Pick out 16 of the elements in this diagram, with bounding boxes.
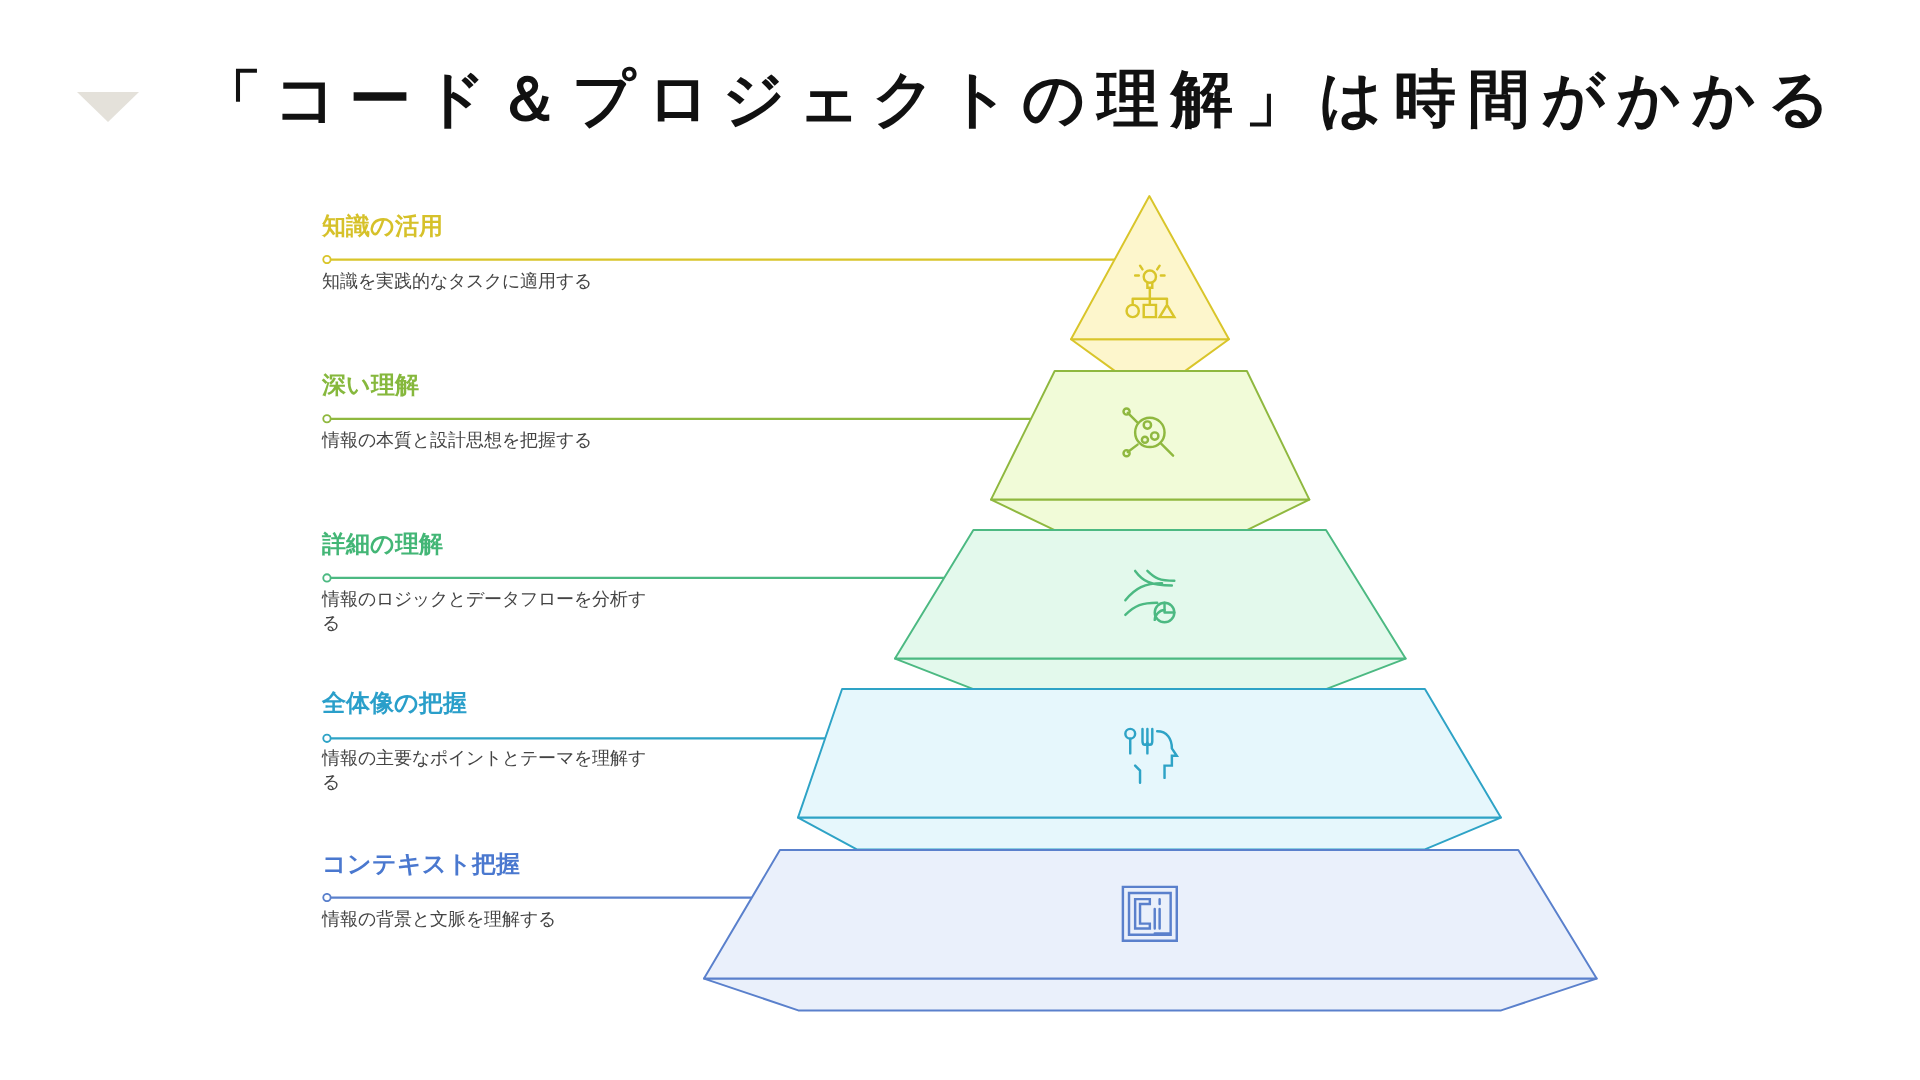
level-heading: 深い理解	[322, 369, 421, 400]
leader-line	[322, 414, 1031, 424]
level-heading: 知識の活用	[322, 210, 445, 241]
level-description: 情報の本質と設計思想を把握する	[322, 427, 594, 452]
level-description: 情報のロジックとデータフローを分析する	[322, 586, 648, 635]
leader-line	[322, 892, 752, 903]
level-description: 知識を実践的なタスクに適用する	[322, 268, 594, 293]
title: 「コード＆プロジェクトの理解」は時間がかかる	[200, 62, 1842, 137]
level-description: 情報の主要なポイントとテーマを理解する	[322, 746, 648, 795]
leader-line	[322, 733, 826, 743]
level-heading: コンテキスト把握	[322, 848, 522, 879]
level-description: 情報の背景と文脈を理解する	[322, 906, 558, 931]
level-heading: 詳細の理解	[322, 528, 445, 559]
leader-line	[322, 573, 945, 583]
level-heading: 全体像の把握	[322, 688, 469, 719]
leader-line	[322, 255, 1115, 265]
